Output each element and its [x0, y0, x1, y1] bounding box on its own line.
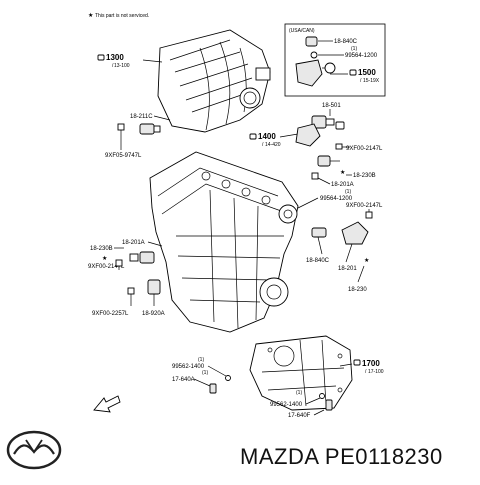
- plug-17-640f-part: [325, 399, 333, 411]
- footer-brand-part-number: MAZDA PE0118230: [240, 444, 443, 469]
- label-18-201a-l: 18-201A: [122, 240, 145, 246]
- label-9xf00-2147l-b: 9XF00-2147L: [346, 203, 383, 209]
- svg-text:99564-1200: 99564-1200: [345, 53, 378, 59]
- label-18-211c: 18-211C: [130, 114, 153, 120]
- svg-text:/: /: [365, 369, 367, 375]
- label-18-501: 18-501: [322, 103, 341, 109]
- map-sensor-part: [139, 123, 161, 135]
- label-99562-1400-b: 99562-1400: [270, 402, 303, 408]
- cam-sensor-18-840c-part: [311, 227, 327, 255]
- plug-17-640a-part: [209, 383, 217, 394]
- sensor-18-230b-l-part: [129, 251, 155, 264]
- label-18-230: 18-230: [348, 287, 367, 293]
- vvt-solenoid-part: [295, 123, 321, 147]
- label-99562-1400-a: 99562-1400: [172, 364, 205, 370]
- label-9xf05-9747l: 9XF05-9747L: [105, 153, 142, 159]
- callout-1500: 1500 / 15-19X: [330, 68, 380, 84]
- usa-can-box: (USA/CAN) 18-840C (1) 99564-1200: [284, 23, 386, 97]
- svg-text:(1): (1): [351, 46, 357, 52]
- svg-text:1500: 1500: [358, 68, 376, 77]
- bolt-9xf05: [117, 123, 125, 146]
- knock-sensor-18-201-part: [341, 221, 369, 263]
- not-serviced-star-b: ★: [340, 169, 345, 176]
- intake-manifold: [157, 29, 271, 133]
- bolt-9xf00-b: [365, 209, 373, 219]
- label-18-230b-r: 18-230B: [353, 173, 376, 179]
- svg-text:1300: 1300: [106, 53, 124, 62]
- qty1-b: (1): [345, 189, 351, 195]
- engine-block: [149, 151, 299, 333]
- oil-control-valve-part: [311, 115, 345, 130]
- label-17-640f: 17-640F: [288, 413, 311, 419]
- svg-text:17-100: 17-100: [368, 369, 384, 375]
- svg-text:/: /: [112, 63, 114, 69]
- bolt-9xf00-c: [115, 259, 123, 270]
- transaxle-housing: [249, 335, 353, 411]
- callout-1300: 1300 / 13-100: [97, 53, 130, 69]
- label-9xf00-2147l-a: 9XF00-2147L: [346, 146, 383, 152]
- svg-text:/: /: [262, 142, 264, 148]
- bolt-9xf00-a: [335, 143, 350, 150]
- not-serviced-star-icon: ★: [88, 12, 93, 19]
- svg-text:1700: 1700: [362, 359, 380, 368]
- bolt-9xf00-2257l: [127, 287, 135, 306]
- callout-1400: 1400 / 14-420: [249, 132, 299, 148]
- label-18-201a-r: 18-201A: [331, 182, 354, 188]
- label-18-230b-l: 18-230B: [90, 246, 113, 252]
- qty1-d: (1): [202, 370, 208, 376]
- qty1-e: (1): [296, 390, 302, 396]
- svg-text:13-100: 13-100: [114, 63, 130, 69]
- front-arrow-icon: [93, 395, 121, 413]
- not-serviced-star-d: ★: [102, 255, 107, 262]
- svg-text:(USA/CAN): (USA/CAN): [289, 28, 315, 34]
- label-18-201: 18-201: [338, 266, 357, 272]
- label-17-640a: 17-640A: [172, 377, 195, 383]
- label-18-920a: 18-920A: [142, 311, 165, 317]
- sensor-18-920a-part: [147, 279, 161, 306]
- label-18-840c-mid: 18-840C: [306, 258, 330, 264]
- qty1-c: (1): [198, 357, 204, 363]
- svg-text:18-840C: 18-840C: [334, 39, 358, 45]
- svg-text:14-420: 14-420: [265, 142, 281, 148]
- label-9xf00-2257l: 9XF00-2257L: [92, 311, 129, 317]
- notice-text: This part is not serviced.: [95, 13, 149, 19]
- sensor-18-230b-part: [317, 155, 340, 167]
- svg-text:/: /: [360, 78, 362, 84]
- label-9xf00-2147l-c: 9XF00-2147L: [88, 264, 125, 270]
- label-99564-1200-mid: 99564-1200: [320, 196, 353, 202]
- not-serviced-star-c: ★: [364, 257, 369, 264]
- mazda-logo-icon: [6, 430, 62, 475]
- o-ring-a: [225, 375, 231, 381]
- o-ring-b: [319, 393, 325, 399]
- bolt-18-201a-r: [311, 172, 319, 180]
- svg-text:15-19X: 15-19X: [363, 78, 380, 84]
- svg-text:1400: 1400: [258, 132, 276, 141]
- callout-1700: 1700 / 17-100: [339, 359, 384, 375]
